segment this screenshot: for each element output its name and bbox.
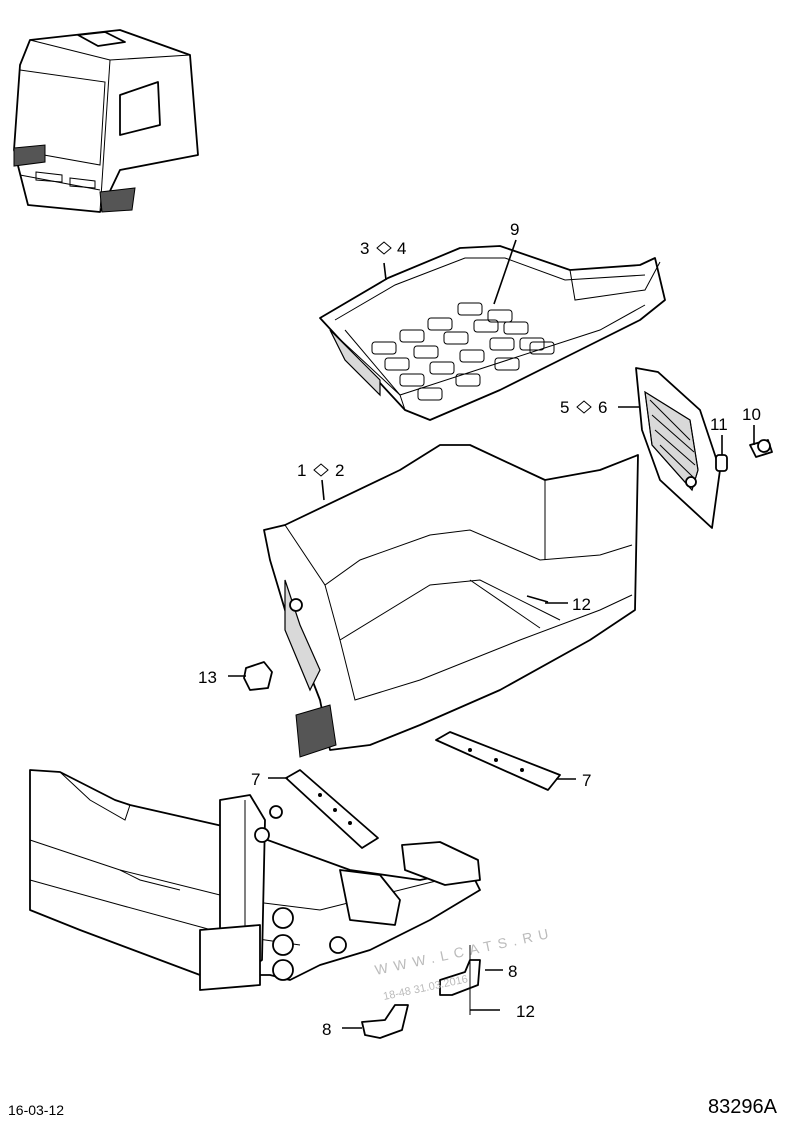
strap-right (435, 731, 576, 791)
callout-9: 9 (510, 220, 519, 239)
step-housing (263, 444, 639, 758)
callout-10: 10 (742, 405, 761, 424)
date-code: 16-03-12 (8, 1102, 65, 1118)
callout-5: 5 (560, 398, 569, 417)
truck-cab-thumbnail (13, 29, 199, 213)
callout-3-4: 3 4 (360, 239, 406, 258)
floor-tray (319, 239, 666, 421)
callout-13: 13 (198, 668, 217, 687)
callout-7-left: 7 (251, 770, 260, 789)
bracket-left (342, 1004, 409, 1039)
callout-12-top: 12 (572, 595, 591, 614)
callout-7-right: 7 (582, 771, 591, 790)
callout-5-6: 5 6 (560, 398, 607, 417)
chassis-frame (29, 769, 481, 991)
callout-4: 4 (397, 239, 406, 258)
clip (228, 661, 273, 691)
strap-left (268, 769, 379, 849)
hardware-bolt (749, 425, 773, 458)
drawing-reference: 83296A (708, 1096, 777, 1118)
callout-1-2: 1 2 (297, 461, 344, 480)
callout-12-bottom: 12 (516, 1002, 535, 1021)
callout-8-right: 8 (508, 962, 517, 981)
callout-3: 3 (360, 239, 369, 258)
callout-2: 2 (335, 461, 344, 480)
callout-1: 1 (297, 461, 306, 480)
callout-11: 11 (710, 415, 728, 434)
hardware-nut (715, 435, 728, 472)
bracket-right (439, 945, 503, 1015)
callout-8-left: 8 (322, 1020, 331, 1039)
side-panel (618, 367, 721, 529)
callout-6: 6 (598, 398, 607, 417)
